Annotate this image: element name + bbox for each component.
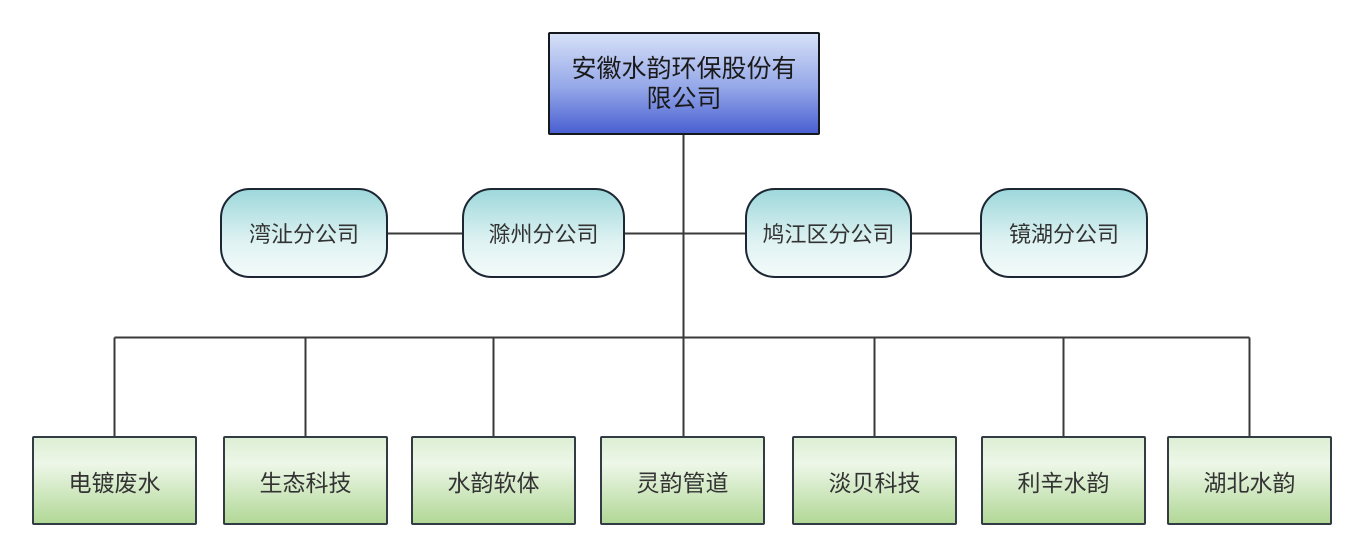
subsidiary-node-lixinshuiyun: 利辛水韵 — [981, 436, 1146, 525]
subsidiary-node-lingyunguandao: 灵韵管道 — [600, 436, 765, 525]
node-label: 灵韵管道 — [636, 470, 729, 497]
node-label: 湖北水韵 — [1203, 470, 1296, 497]
branch-node-jiujiangqu: 鸠江区分公司 — [745, 188, 912, 278]
subsidiary-node-shuiyunruanti: 水韵软体 — [411, 436, 576, 525]
node-label: 湾沚分公司 — [248, 223, 359, 248]
node-label: 淡贝科技 — [828, 470, 921, 497]
node-label: 利辛水韵 — [1017, 470, 1110, 497]
node-label: 镜湖分公司 — [1008, 223, 1119, 248]
node-label: 滁州分公司 — [488, 223, 599, 248]
node-label: 鸠江区分公司 — [762, 223, 895, 248]
branch-node-chuzhou: 滁州分公司 — [462, 188, 625, 278]
root-company-node: 安徽水韵环保股份有限公司 — [548, 32, 820, 135]
subsidiary-node-hubeishuiyun: 湖北水韵 — [1167, 436, 1332, 525]
node-label: 电镀废水 — [68, 470, 161, 497]
node-label: 生态科技 — [259, 470, 352, 497]
branch-node-wanzhi: 湾沚分公司 — [220, 188, 388, 278]
subsidiary-node-danbeikeji: 淡贝科技 — [792, 436, 957, 525]
branch-node-jinghu: 镜湖分公司 — [980, 188, 1148, 278]
node-label: 安徽水韵环保股份有限公司 — [571, 53, 797, 113]
node-label: 水韵软体 — [447, 470, 540, 497]
subsidiary-node-shengtaikeji: 生态科技 — [223, 436, 388, 525]
subsidiary-node-diandufeishui: 电镀废水 — [32, 436, 197, 525]
